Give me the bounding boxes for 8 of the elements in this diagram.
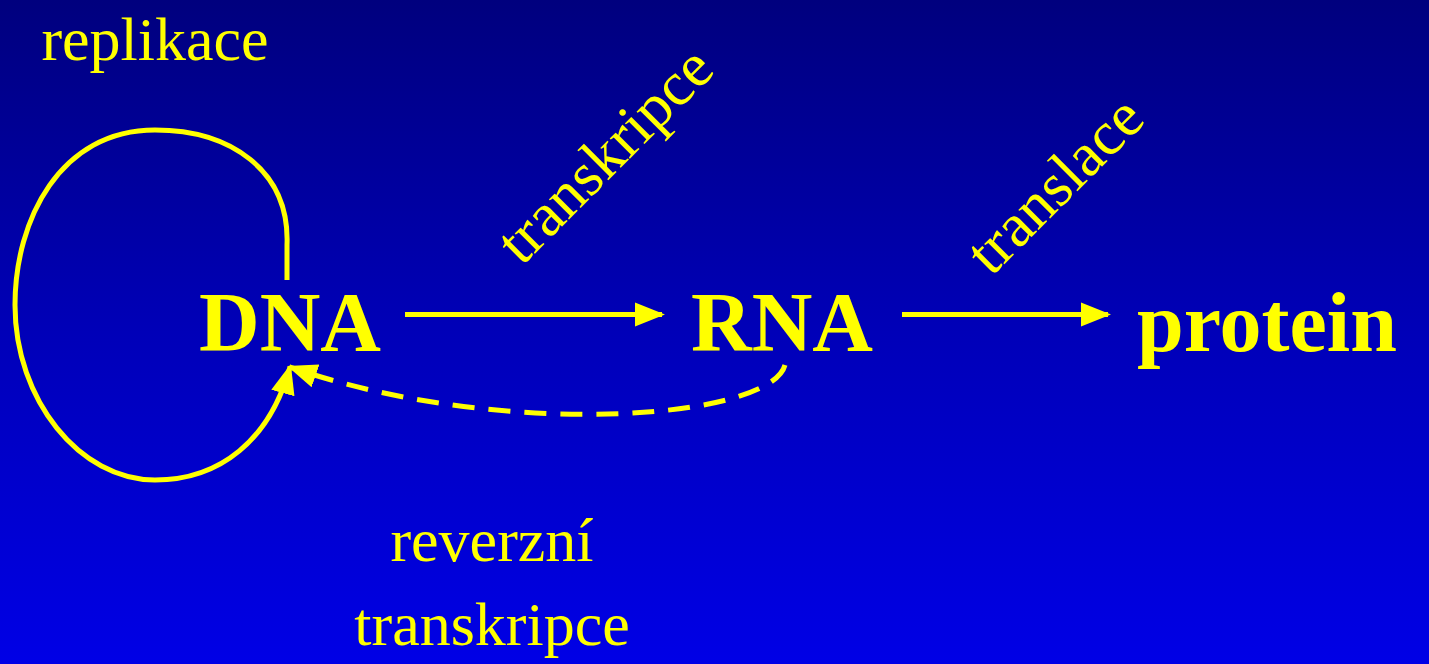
edge-label: reverzní transkripce	[353, 505, 631, 660]
edge-label: replikace	[40, 4, 270, 76]
node-label: DNA	[199, 280, 381, 365]
arrow	[12, 127, 294, 483]
node-label: RNA	[691, 280, 873, 365]
arrow	[405, 302, 665, 327]
arrow	[287, 363, 788, 417]
arrow	[902, 302, 1111, 327]
